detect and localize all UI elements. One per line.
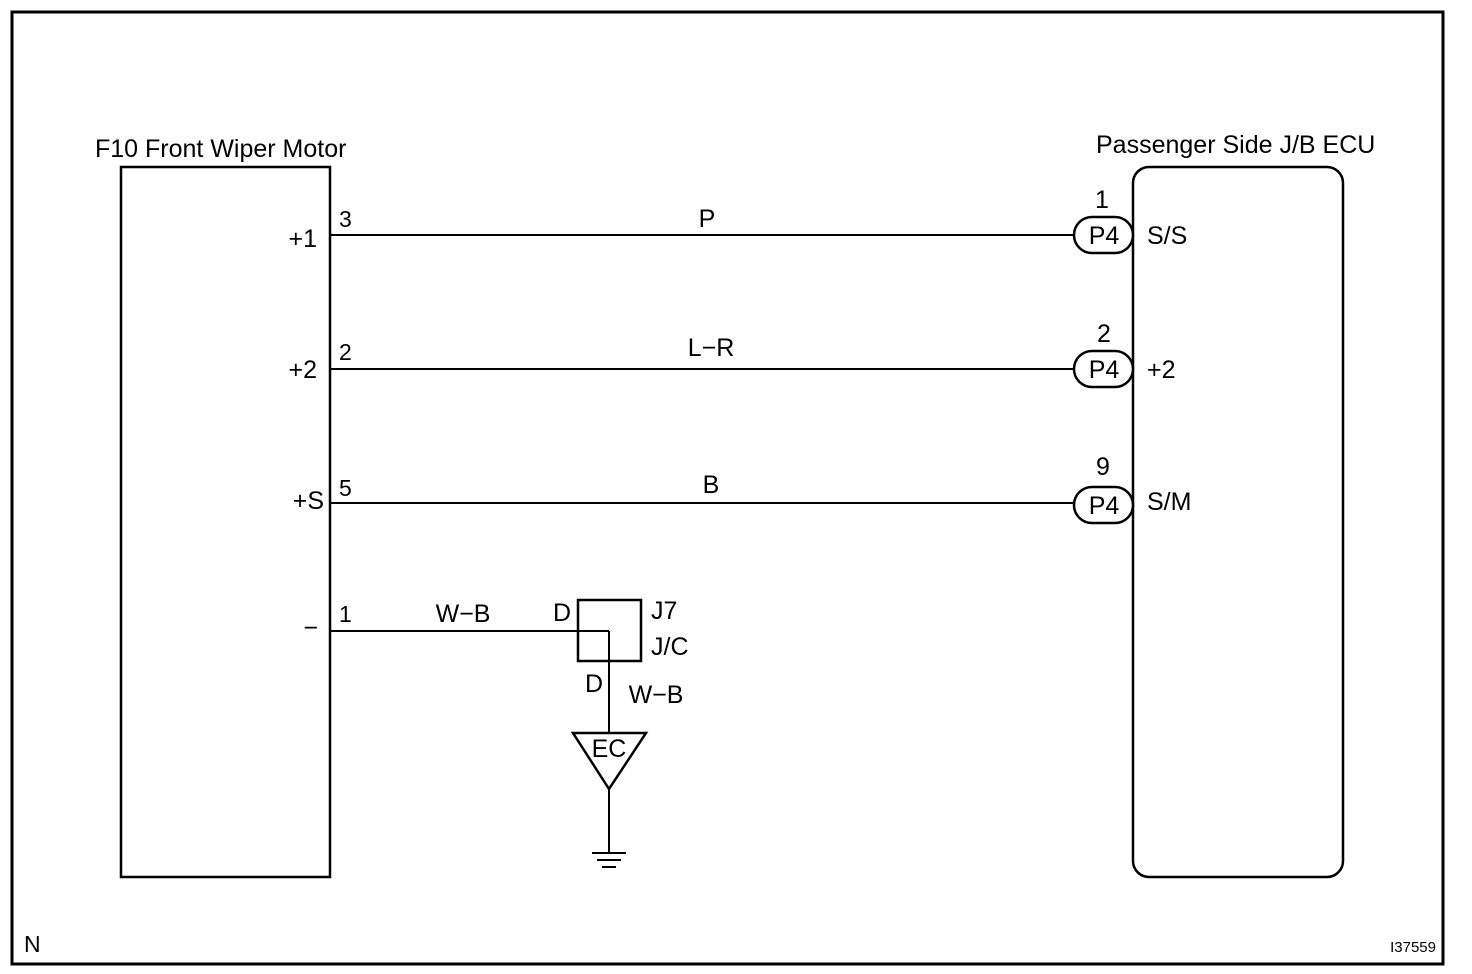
ground-symbol-icon [592,852,626,868]
ground-point-label: EC [592,735,627,763]
left-terminal-label: +S [293,487,324,515]
connector-capsule [1072,349,1135,389]
corner-label: N [24,931,41,957]
junction-connector-box [576,598,643,663]
wire-plus2: +2 2 L−R P4 2 +2 [288,320,1176,389]
ground-circuit: − 1 W−B D J7 J/C D W−B EC [303,597,689,868]
wire-color-label: B [703,471,720,499]
right-terminal-label: S/S [1147,222,1187,250]
left-pin-number: 5 [339,475,352,501]
wire-plus-s: +S 5 B P4 9 S/M [293,453,1191,525]
ground-point-triangle [570,731,649,792]
left-pin-number: 3 [339,206,352,232]
right-pin-number: 9 [1096,453,1110,481]
wiper-motor-title: F10 Front Wiper Motor [95,135,346,163]
minus-pin-number: 1 [339,601,352,627]
wire-color-label: W−B [436,600,491,628]
connector-label: P4 [1089,492,1120,520]
connector-capsule [1072,485,1135,525]
junction-connector-label: J7 [651,597,677,625]
wire-plus1: +1 3 P P4 1 S/S [288,186,1187,255]
left-pin-number: 2 [339,339,352,365]
junction-in-pin: D [553,599,571,627]
wire-color-label: P [699,205,716,233]
wire-color-label-2: W−B [629,681,684,709]
right-pin-number: 2 [1097,320,1111,348]
left-terminal-label: +1 [288,225,317,253]
wiper-motor-box [119,165,332,879]
jb-ecu-title: Passenger Side J/B ECU [1096,131,1375,159]
right-terminal-label: +2 [1147,356,1176,384]
left-terminal-label: +2 [288,356,317,384]
junction-type-label: J/C [651,633,689,661]
right-pin-number: 1 [1095,186,1109,214]
junction-out-pin: D [585,670,603,698]
connector-label: P4 [1089,356,1120,384]
diagram-frame [10,10,1445,966]
connector-capsule [1072,215,1135,255]
minus-terminal-label: − [303,614,318,642]
jb-ecu-box [1131,165,1345,879]
wire-color-label: L−R [688,334,735,362]
connector-label: P4 [1089,222,1120,250]
right-terminal-label: S/M [1147,488,1191,516]
figure-id: I37559 [1390,939,1436,956]
